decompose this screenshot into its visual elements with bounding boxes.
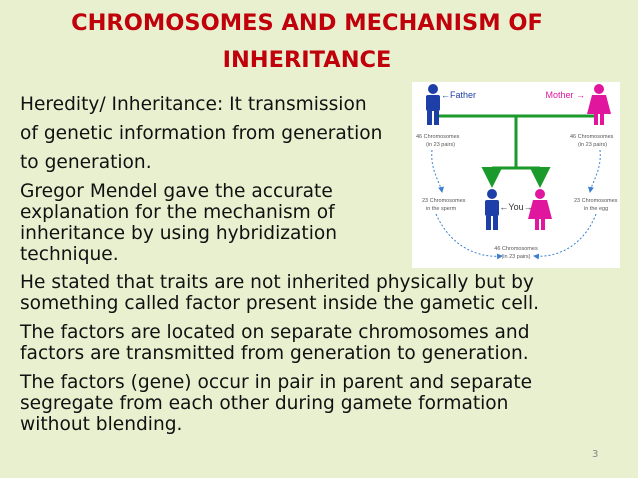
child-chromosomes: 46 Chromosomes xyxy=(494,246,538,252)
inheritance-diagram: ←Father Mother → 46 Chromosomes (in 23 p… xyxy=(412,82,620,268)
father-chromosomes: 46 Chromosomes xyxy=(416,134,460,140)
body-line-11: factors are transmitted from generation … xyxy=(20,343,529,364)
egg-chromosomes: 23 Chromosomes xyxy=(574,198,618,204)
father-label: ←Father xyxy=(441,90,476,100)
child-chromosome-pairs: (in 23 pairs) xyxy=(501,254,530,260)
body-line-14: without blending. xyxy=(20,414,183,435)
slide-title-line-2: INHERITANCE xyxy=(222,47,392,73)
body-line-6: inheritance by using hybridization xyxy=(20,223,338,244)
mother-chromosome-pairs: (in 23 pairs) xyxy=(578,142,607,148)
body-line-5: explanation for the mechanism of xyxy=(20,202,335,223)
mother-icon xyxy=(587,84,611,125)
body-line-9: something called factor present inside t… xyxy=(20,293,540,314)
body-line-3: to generation. xyxy=(20,152,152,173)
slide-title-line-1: CHROMOSOMES AND MECHANISM OF xyxy=(71,10,543,36)
father-chromosome-pairs: (in 23 pairs) xyxy=(426,142,455,148)
mother-label: Mother → xyxy=(545,90,585,100)
body-line-10: The factors are located on separate chro… xyxy=(20,322,530,343)
father-icon xyxy=(426,84,440,125)
body-line-1: Heredity/ Inheritance: It transmission xyxy=(20,94,367,115)
sperm-label: in the sperm xyxy=(426,206,457,212)
inheritance-arrows xyxy=(431,149,601,260)
child-male-icon xyxy=(485,189,499,230)
body-line-7: technique. xyxy=(20,244,119,265)
page-number: 3 xyxy=(592,449,599,460)
mother-chromosomes: 46 Chromosomes xyxy=(570,134,614,140)
body-line-2: of genetic information from generation xyxy=(20,123,383,144)
family-tree-lines xyxy=(436,114,596,188)
child-female-icon xyxy=(528,189,552,230)
body-line-13: segregate from each other during gamete … xyxy=(20,393,509,414)
egg-label: in the egg xyxy=(584,206,608,212)
body-line-4: Gregor Mendel gave the accurate xyxy=(20,181,333,202)
body-line-8: He stated that traits are not inherited … xyxy=(20,272,534,293)
you-label: ←You→ xyxy=(499,202,532,212)
sperm-chromosomes: 23 Chromosomes xyxy=(422,198,466,204)
body-line-12: The factors (gene) occur in pair in pare… xyxy=(20,372,533,393)
